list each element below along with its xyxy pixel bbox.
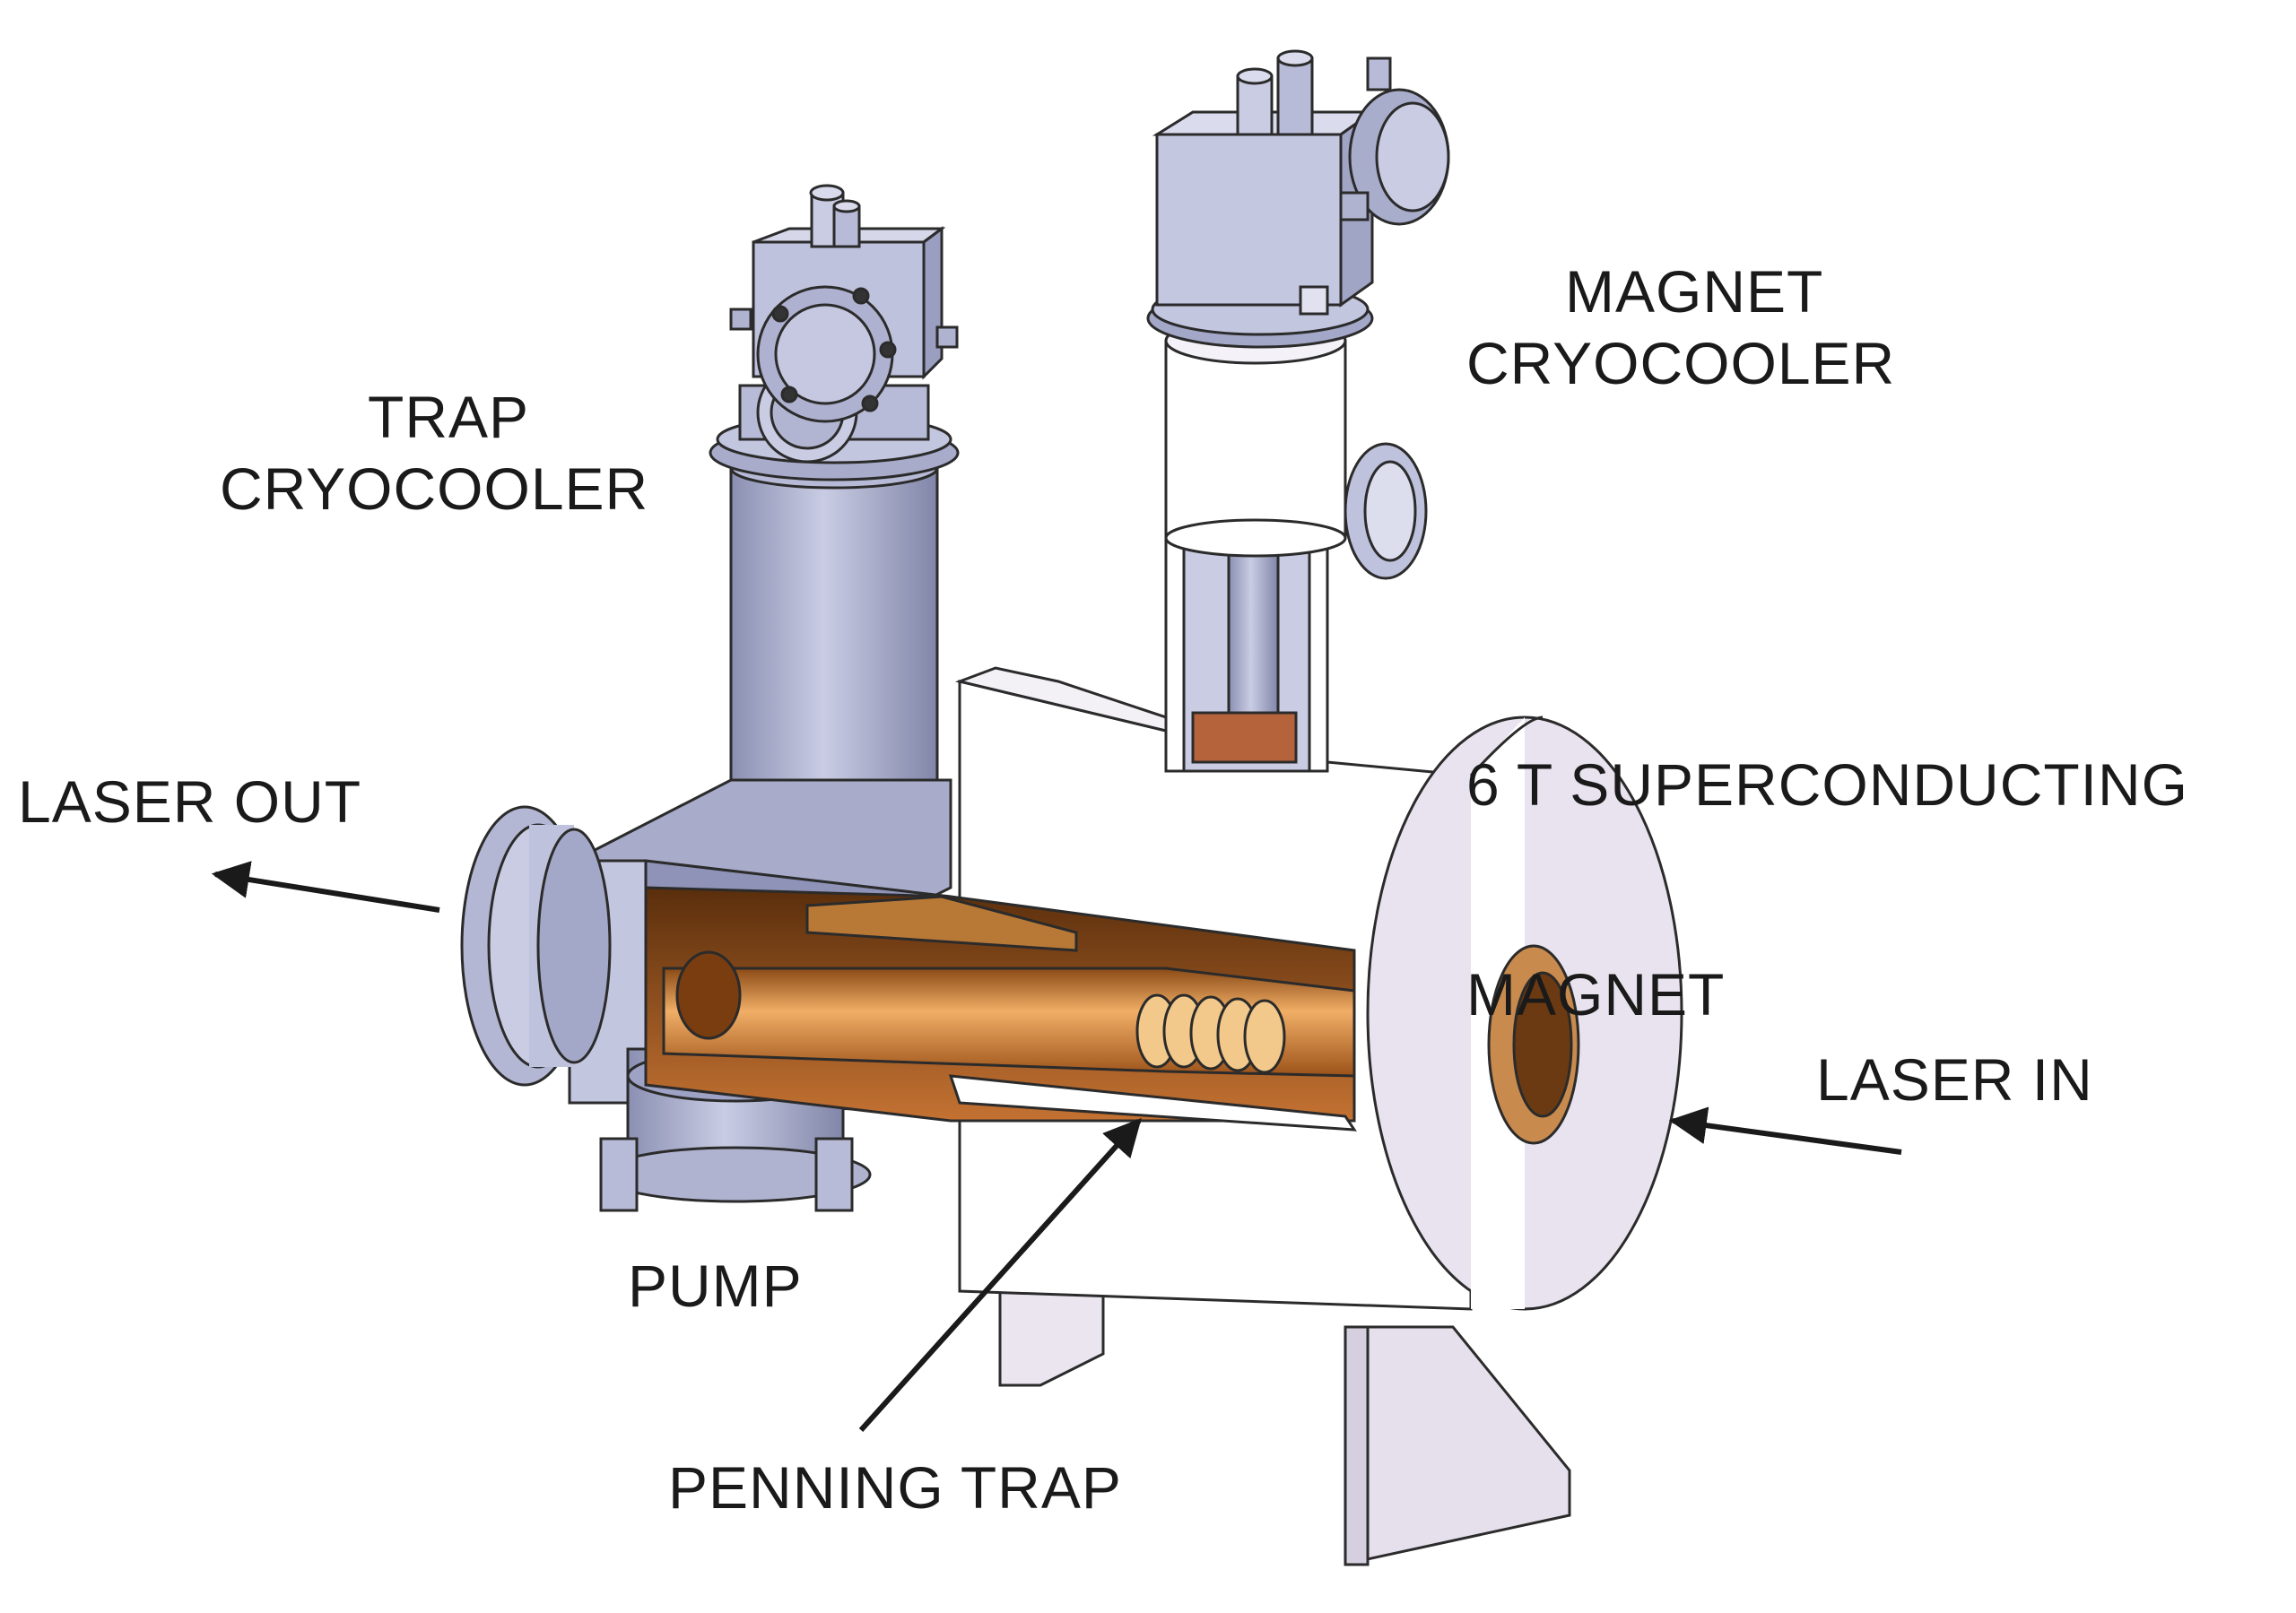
pump-label: PUMP [628, 1253, 803, 1319]
trap-cryocooler-label-line2: CRYOCOOLER [220, 455, 649, 522]
magnet-stand [998, 1289, 1571, 1566]
magnet-cryocooler-label: MAGNET [1565, 258, 1824, 325]
laser-in-arrow [1668, 1106, 1902, 1155]
penning-trap-leader [858, 1117, 1142, 1433]
laser-out-label: LASER OUT [18, 768, 362, 835]
superconducting-magnet-label: 6 T SUPERCONDUCTING MAGNET [1466, 751, 2189, 1028]
magnet-cryocooler [1146, 49, 1450, 773]
laser-in-label: LASER IN [1816, 1046, 2093, 1113]
trap-cryocooler [709, 184, 960, 809]
penning-trap-electrodes [1135, 993, 1286, 1074]
annotation-arrows [211, 861, 1902, 1433]
magnet-cryocooler-label-line2: CRYOCOOLER [1466, 330, 1896, 396]
laser-out-arrow [211, 861, 440, 913]
penning-trap-label: PENNING TRAP [668, 1454, 1122, 1521]
superconducting-magnet [644, 666, 1683, 1311]
trap-cryocooler-label: TRAP [368, 384, 530, 450]
